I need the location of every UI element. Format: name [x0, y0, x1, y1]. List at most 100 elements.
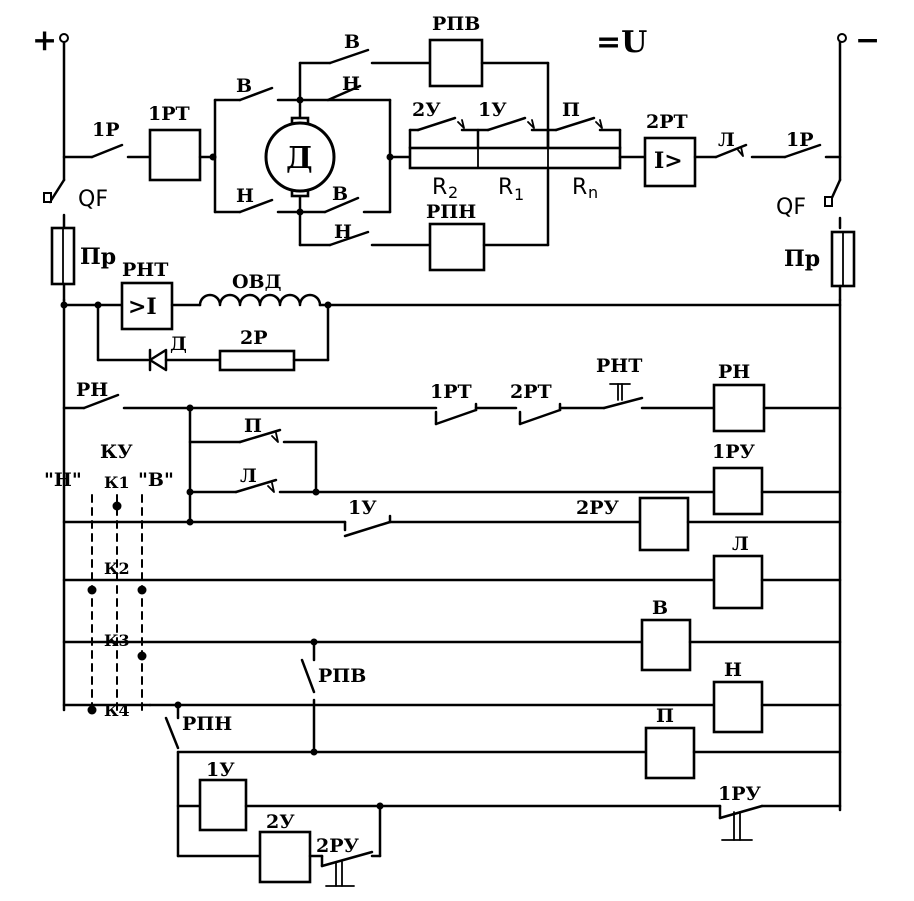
motor: [264, 116, 336, 198]
breaker-qf-left: [43, 178, 66, 230]
contact-n-top-label: Н: [342, 73, 360, 95]
contact-1u-ctrl: [343, 514, 642, 538]
contact-1ru-label: 1РУ: [718, 783, 762, 805]
resistor-r2-label: R 2: [432, 175, 458, 202]
contact-2ru-label: 2РУ: [316, 835, 360, 857]
svg-text:1: 1: [514, 185, 524, 204]
controller-k1-label: К1: [104, 473, 130, 492]
contact-1rt-label: 1РТ: [430, 381, 472, 403]
controller-k2-label: К2: [104, 559, 130, 578]
contact-l-hold-label: Л: [240, 465, 257, 487]
contact-n-lower-label: Н: [334, 221, 352, 243]
contact-1r-right-label: 1Р: [786, 129, 814, 151]
contact-1ru-timed: [718, 804, 842, 841]
discharge-diode: [148, 348, 222, 372]
controller-k4-label: К4: [104, 701, 130, 720]
coil-l-label: Л: [732, 533, 749, 555]
discharge-resistor-2r: [218, 349, 296, 372]
field-winding-label: ОВД: [232, 271, 282, 293]
contact-1u-ctrl-label: 1У: [348, 497, 377, 519]
svg-text:n: n: [588, 183, 598, 202]
resistor-r1-label: R 1: [498, 175, 524, 204]
relay-rnt-label: РНТ: [122, 259, 168, 281]
controller-right-pos-label: "В": [138, 469, 174, 491]
contact-v-upper-label: В: [344, 31, 360, 53]
contact-rpn-label: РПН: [182, 713, 232, 735]
contact-p-hold-label: П: [244, 415, 262, 437]
coil-1u-label: 1У: [206, 759, 235, 781]
relay-2rt-label: 2РТ: [646, 111, 688, 133]
coil-n: [712, 680, 764, 734]
contact-1r-left: [90, 143, 152, 159]
controller-k3-label: К3: [104, 631, 130, 650]
coil-rpv-top: [428, 38, 484, 88]
relay-rpn-label: РПН: [426, 201, 476, 223]
contact-rnt: [602, 383, 716, 410]
reversing-bridge: [213, 61, 394, 247]
coil-2u: [258, 830, 312, 884]
contact-p-label: П: [562, 99, 580, 121]
coil-1ru-label: 1РУ: [712, 441, 756, 463]
fuse-left-label: Пр: [80, 244, 116, 270]
discharge-resistor-label: 2Р: [240, 327, 268, 349]
coil-1u: [198, 778, 248, 832]
left-supply-rail: [59, 33, 69, 712]
coil-p: [644, 726, 696, 780]
coil-l: [712, 554, 764, 610]
relay-rpv-label: РПВ: [432, 13, 480, 35]
contact-2rt-label: 2РТ: [510, 381, 552, 403]
contact-2rt-nc: [518, 402, 606, 426]
contact-2ru-timed: [320, 804, 382, 887]
contact-rnt-label: РНТ: [596, 355, 642, 377]
coil-v-label: В: [652, 597, 668, 619]
breaker-qf-right: [824, 178, 842, 230]
coil-2ru-label: 2РУ: [576, 497, 620, 519]
contact-1u-label: 1У: [478, 99, 507, 121]
relay-1rt-label: 1РТ: [148, 103, 190, 125]
controller-position-lines: [91, 494, 143, 716]
contact-rn-label: РН: [76, 379, 108, 401]
relay-rnt-symbol: >I: [128, 294, 157, 320]
starting-resistor-bank: [408, 146, 622, 170]
coil-2u-label: 2У: [266, 811, 295, 833]
overcurrent-relay-2rt: [643, 136, 697, 188]
right-supply-rail: [837, 33, 847, 812]
relay-2rt-symbol: I>: [654, 148, 683, 174]
breaker-qf-right-label: QF: [776, 195, 806, 220]
resistor-rn-label: R n: [572, 175, 598, 202]
coil-rn-label: РН: [718, 361, 750, 383]
plus-terminal-label: +: [32, 23, 57, 58]
current-relay-rnt: [120, 281, 174, 331]
contact-2u-label: 2У: [412, 99, 441, 121]
coil-v: [640, 618, 692, 672]
contact-n-bot-label: Н: [236, 185, 254, 207]
diode-label: Д: [170, 333, 187, 355]
coil-n-label: Н: [724, 659, 742, 681]
supply-voltage-label: =U: [596, 25, 647, 60]
contact-1r-right: [783, 143, 842, 159]
contact-rn: [82, 393, 438, 410]
coil-1ru: [712, 466, 764, 516]
motor-label: Д: [286, 141, 313, 176]
contact-v-top-label: В: [236, 75, 252, 97]
coil-1rt-power: [148, 128, 202, 182]
svg-text:R: R: [432, 175, 447, 200]
fuse-right-label: Пр: [784, 246, 820, 272]
minus-terminal-label: −: [855, 23, 880, 58]
controller-name-label: КУ: [100, 441, 133, 463]
coil-2ru: [638, 496, 690, 552]
resistor-shunt-contacts: [408, 116, 622, 150]
contact-1r-left-label: 1Р: [92, 119, 120, 141]
contact-l-main-label: Л: [718, 129, 735, 151]
coil-rn: [712, 383, 766, 433]
contact-rpv-label: РПВ: [318, 665, 366, 687]
contact-1rt-nc: [434, 402, 518, 426]
svg-text:2: 2: [448, 183, 458, 202]
svg-text:R: R: [572, 175, 587, 200]
breaker-qf-left-label: QF: [78, 187, 108, 212]
controller-left-pos-label: "Н": [44, 469, 82, 491]
contact-v-bot-label: В: [332, 183, 348, 205]
field-winding-ovd: [198, 293, 322, 307]
coil-rpn-top: [428, 222, 486, 272]
